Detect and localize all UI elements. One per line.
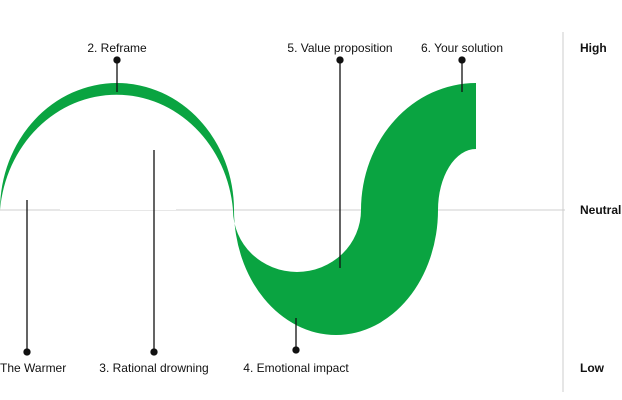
stage-label-emotional: 4. Emotional impact bbox=[243, 361, 349, 375]
scale-label-high: High bbox=[580, 41, 607, 55]
stage-label-reframe: 2. Reframe bbox=[87, 41, 147, 55]
journey-curve bbox=[0, 83, 476, 335]
marker-dot-value bbox=[336, 56, 344, 64]
scale-label-neutral: Neutral bbox=[580, 203, 622, 217]
stage-label-value: 5. Value proposition bbox=[287, 41, 393, 55]
marker-dot-emotional bbox=[292, 346, 300, 354]
marker-dot-warmer bbox=[23, 348, 31, 356]
marker-dot-solution bbox=[458, 56, 466, 64]
scale-label-low: Low bbox=[580, 361, 604, 375]
stage-label-warmer: The Warmer bbox=[0, 361, 67, 375]
stage-label-rational: 3. Rational drowning bbox=[99, 361, 209, 375]
marker-dot-reframe bbox=[113, 56, 121, 64]
stage-label-solution: 6. Your solution bbox=[420, 41, 504, 55]
stage-markers bbox=[23, 56, 466, 356]
curve-inner-hump bbox=[60, 148, 176, 210]
marker-dot-rational bbox=[150, 348, 158, 356]
